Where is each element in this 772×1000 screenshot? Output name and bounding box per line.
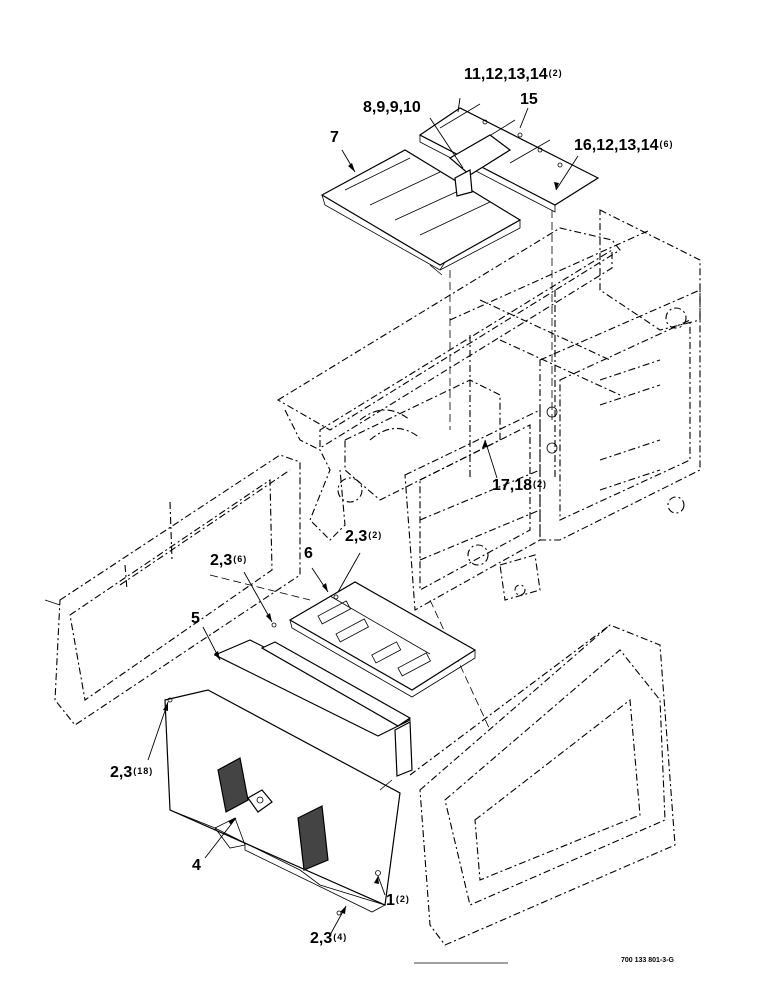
callout-text: 2,3 (310, 930, 333, 947)
rear-top-plate (418, 103, 600, 213)
callout-text: 4 (192, 857, 201, 874)
callout-text: 2,3 (345, 528, 368, 545)
callout-qty: (2) (548, 68, 563, 78)
callout-17-18: 17,18(2) (492, 478, 547, 494)
callout-text: 2,3 (110, 764, 133, 781)
callout-qty: (2) (533, 479, 548, 489)
callout-4: 4 (192, 858, 201, 874)
callout-text: 2,3 (210, 552, 233, 569)
right-fender (409, 624, 676, 946)
callout-2-3-qty6: 2,3(6) (210, 553, 247, 569)
callout-text: 7 (330, 129, 339, 146)
top-cover-plate (320, 149, 522, 276)
callout-text: 17,18 (492, 477, 533, 494)
callout-qty: (2) (368, 530, 383, 540)
floor-plate (288, 581, 477, 698)
front-shield (164, 689, 401, 913)
callout-8-9-9-10: 8,9,9,10 (363, 100, 421, 116)
callout-text: 1 (386, 892, 395, 909)
callout-qty: (2) (395, 894, 410, 904)
projection-lines (209, 210, 553, 731)
callout-16-12-13-14: 16,12,13,14(6) (574, 138, 674, 154)
callout-text: 8,9,9,10 (363, 99, 421, 116)
fasteners (167, 406, 558, 916)
main-frame (276, 209, 701, 611)
cross-angle (213, 639, 413, 777)
callout-6: 6 (304, 546, 313, 562)
document-id: 700 133 801-3-G (621, 957, 674, 964)
callout-5: 5 (191, 611, 200, 627)
callout-text: 11,12,13,14 (464, 66, 548, 83)
callout-2-3-qty4: 2,3(4) (310, 931, 347, 947)
callout-text: 5 (191, 610, 200, 627)
callout-text: 15 (520, 91, 538, 108)
callout-qty: (6) (233, 554, 248, 564)
callout-2-3-qty2: 2,3(2) (345, 529, 382, 545)
callout-11-12-13-14: 11,12,13,14(2) (464, 67, 563, 83)
arrowheads (163, 163, 559, 914)
callout-2-3-qty18: 2,3(18) (110, 765, 153, 781)
callout-15: 15 (520, 92, 538, 108)
callout-1: 1(2) (386, 893, 410, 909)
callout-qty: (6) (659, 139, 674, 149)
callout-qty: (18) (133, 766, 154, 776)
left-side-frame (44, 454, 301, 726)
callout-qty: (4) (333, 932, 348, 942)
callout-7: 7 (330, 130, 339, 146)
callout-text: 6 (304, 545, 313, 562)
callout-text: 16,12,13,14 (574, 137, 659, 154)
